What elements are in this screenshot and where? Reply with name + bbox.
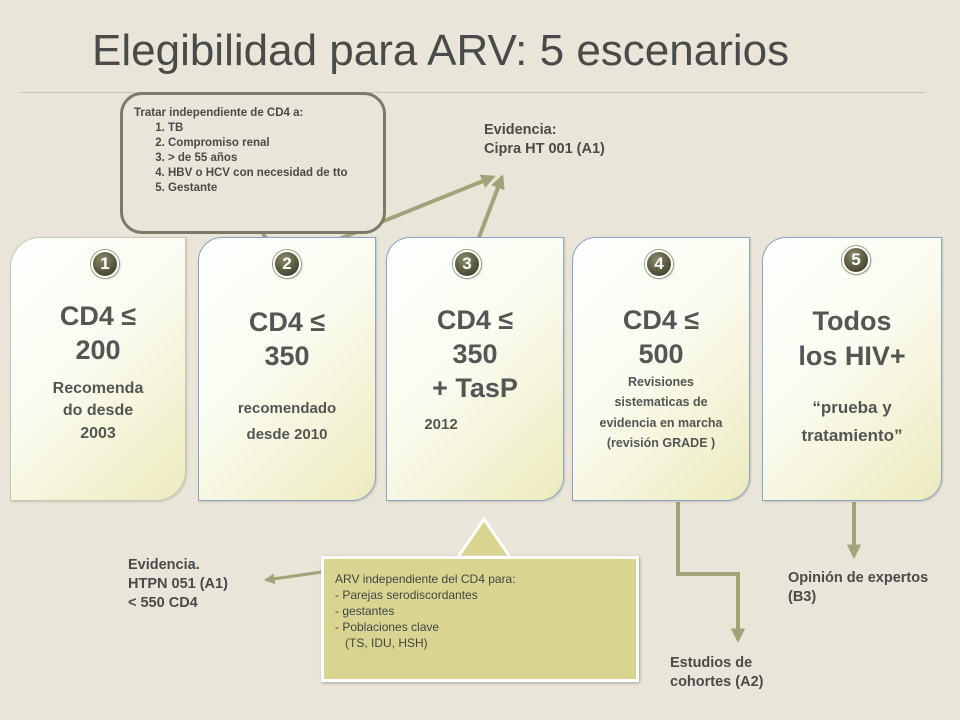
list-item: TB: [168, 121, 373, 136]
scenario-recommendation: “prueba y tratamiento”: [801, 398, 903, 446]
evidence-cohort-studies: Estudios de cohortes (A2): [670, 655, 764, 690]
scenario-number-badge: 5: [842, 246, 870, 274]
title-divider: [20, 92, 925, 93]
arrow-card4-to-cohorts: [676, 502, 746, 643]
callout-line: (TS, IDU, HSH): [335, 636, 428, 650]
list-item: Gestante: [168, 181, 373, 196]
scenario-threshold: CD4 ≤ 500: [622, 305, 700, 369]
scenario-threshold: CD4 ≤ 350: [248, 307, 326, 371]
callout-line: - gestantes: [335, 604, 395, 618]
scenario-card-4: 4 CD4 ≤ 500 Revisiones sistematicas de e…: [572, 237, 750, 501]
scenario-recommendation: 2012: [424, 416, 458, 433]
list-item: Compromiso renal: [168, 136, 373, 151]
scenario-threshold: CD4 ≤ 200: [59, 301, 137, 365]
arrow-card3-to-evidence: [476, 174, 505, 241]
scenario-recommendation: recomendado desde 2010: [237, 400, 337, 444]
scenario-number-badge: 2: [273, 250, 301, 278]
scenario-card-3: 3 CD4 ≤ 350 + TasP 2012: [386, 237, 564, 501]
scenario-number-badge: 4: [645, 250, 673, 278]
scenario-number-badge: 1: [91, 250, 119, 278]
callout-bottom-pointer: [455, 516, 513, 559]
scenario-card-2: 2 CD4 ≤ 350 recomendado desde 2010: [198, 237, 376, 501]
callout-cd4-independent-list: Tratar independiente de CD4 a: TB Compro…: [120, 92, 386, 234]
callout-line: - Parejas serodiscordantes: [335, 588, 478, 602]
callout-line: ARV independiente del CD4 para:: [335, 572, 516, 586]
evidence-expert-opinion: Opinión de expertos (B3): [788, 570, 929, 605]
list-item: HBV o HCV con necesidad de tto: [168, 166, 373, 181]
callout-arv-independent: ARV independiente del CD4 para: - Pareja…: [321, 556, 639, 682]
scenario-card-5: 5 Todos los HIV+ “prueba y tratamiento”: [762, 237, 942, 501]
condition-list: TB Compromiso renal > de 55 años HBV o H…: [134, 121, 373, 196]
callout-heading: Tratar independiente de CD4 a:: [134, 107, 304, 119]
scenario-recommendation: Recomenda do desde 2003: [52, 380, 144, 442]
evidence-cipra: Evidencia: Cipra HT 001 (A1): [484, 122, 605, 157]
scenario-number-badge: 3: [453, 250, 481, 278]
arrow-callout-to-left-evidence: [263, 570, 323, 585]
scenario-card-1: 1 CD4 ≤ 200 Recomenda do desde 2003: [10, 237, 186, 501]
list-item: > de 55 años: [168, 151, 373, 166]
slide-title: Elegibilidad para ARV: 5 escenarios: [92, 26, 790, 75]
scenario-recommendation: Revisiones sistematicas de evidencia en …: [599, 375, 723, 450]
callout-line: - Poblaciones clave: [335, 620, 440, 634]
scenario-threshold: Todos los HIV+: [798, 306, 906, 372]
evidence-htpn: Evidencia. HTPN 051 (A1) < 550 CD4: [128, 557, 228, 611]
scenario-threshold: CD4 ≤ 350 + TasP: [432, 305, 518, 403]
